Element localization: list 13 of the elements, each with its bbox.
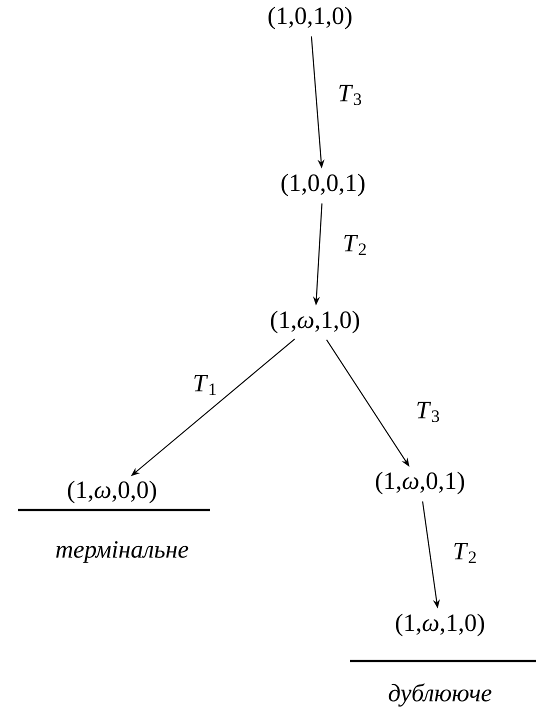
state-label: (1,ω,0,1) <box>376 472 464 494</box>
edge-label: T$_{2}$ <box>454 542 476 563</box>
edge-label: T$_{2}$ <box>344 234 366 255</box>
state-label: (1,ω,0,0) <box>68 480 156 504</box>
state-label: (1,0,1,0) <box>268 6 352 30</box>
state-label: (1,ω,1,0) <box>396 614 484 636</box>
edge-label: T$_{3}$ <box>417 402 440 422</box>
edge-label: T$_{1}$ <box>194 374 216 395</box>
edge-label: T$_{3}$ <box>339 84 362 106</box>
state-label: (1,ω,1,0) <box>270 310 359 334</box>
state-caption: термінальне <box>56 541 188 563</box>
state-caption: дублююче <box>388 683 492 707</box>
state-label: (1,0,0,1) <box>282 174 364 196</box>
